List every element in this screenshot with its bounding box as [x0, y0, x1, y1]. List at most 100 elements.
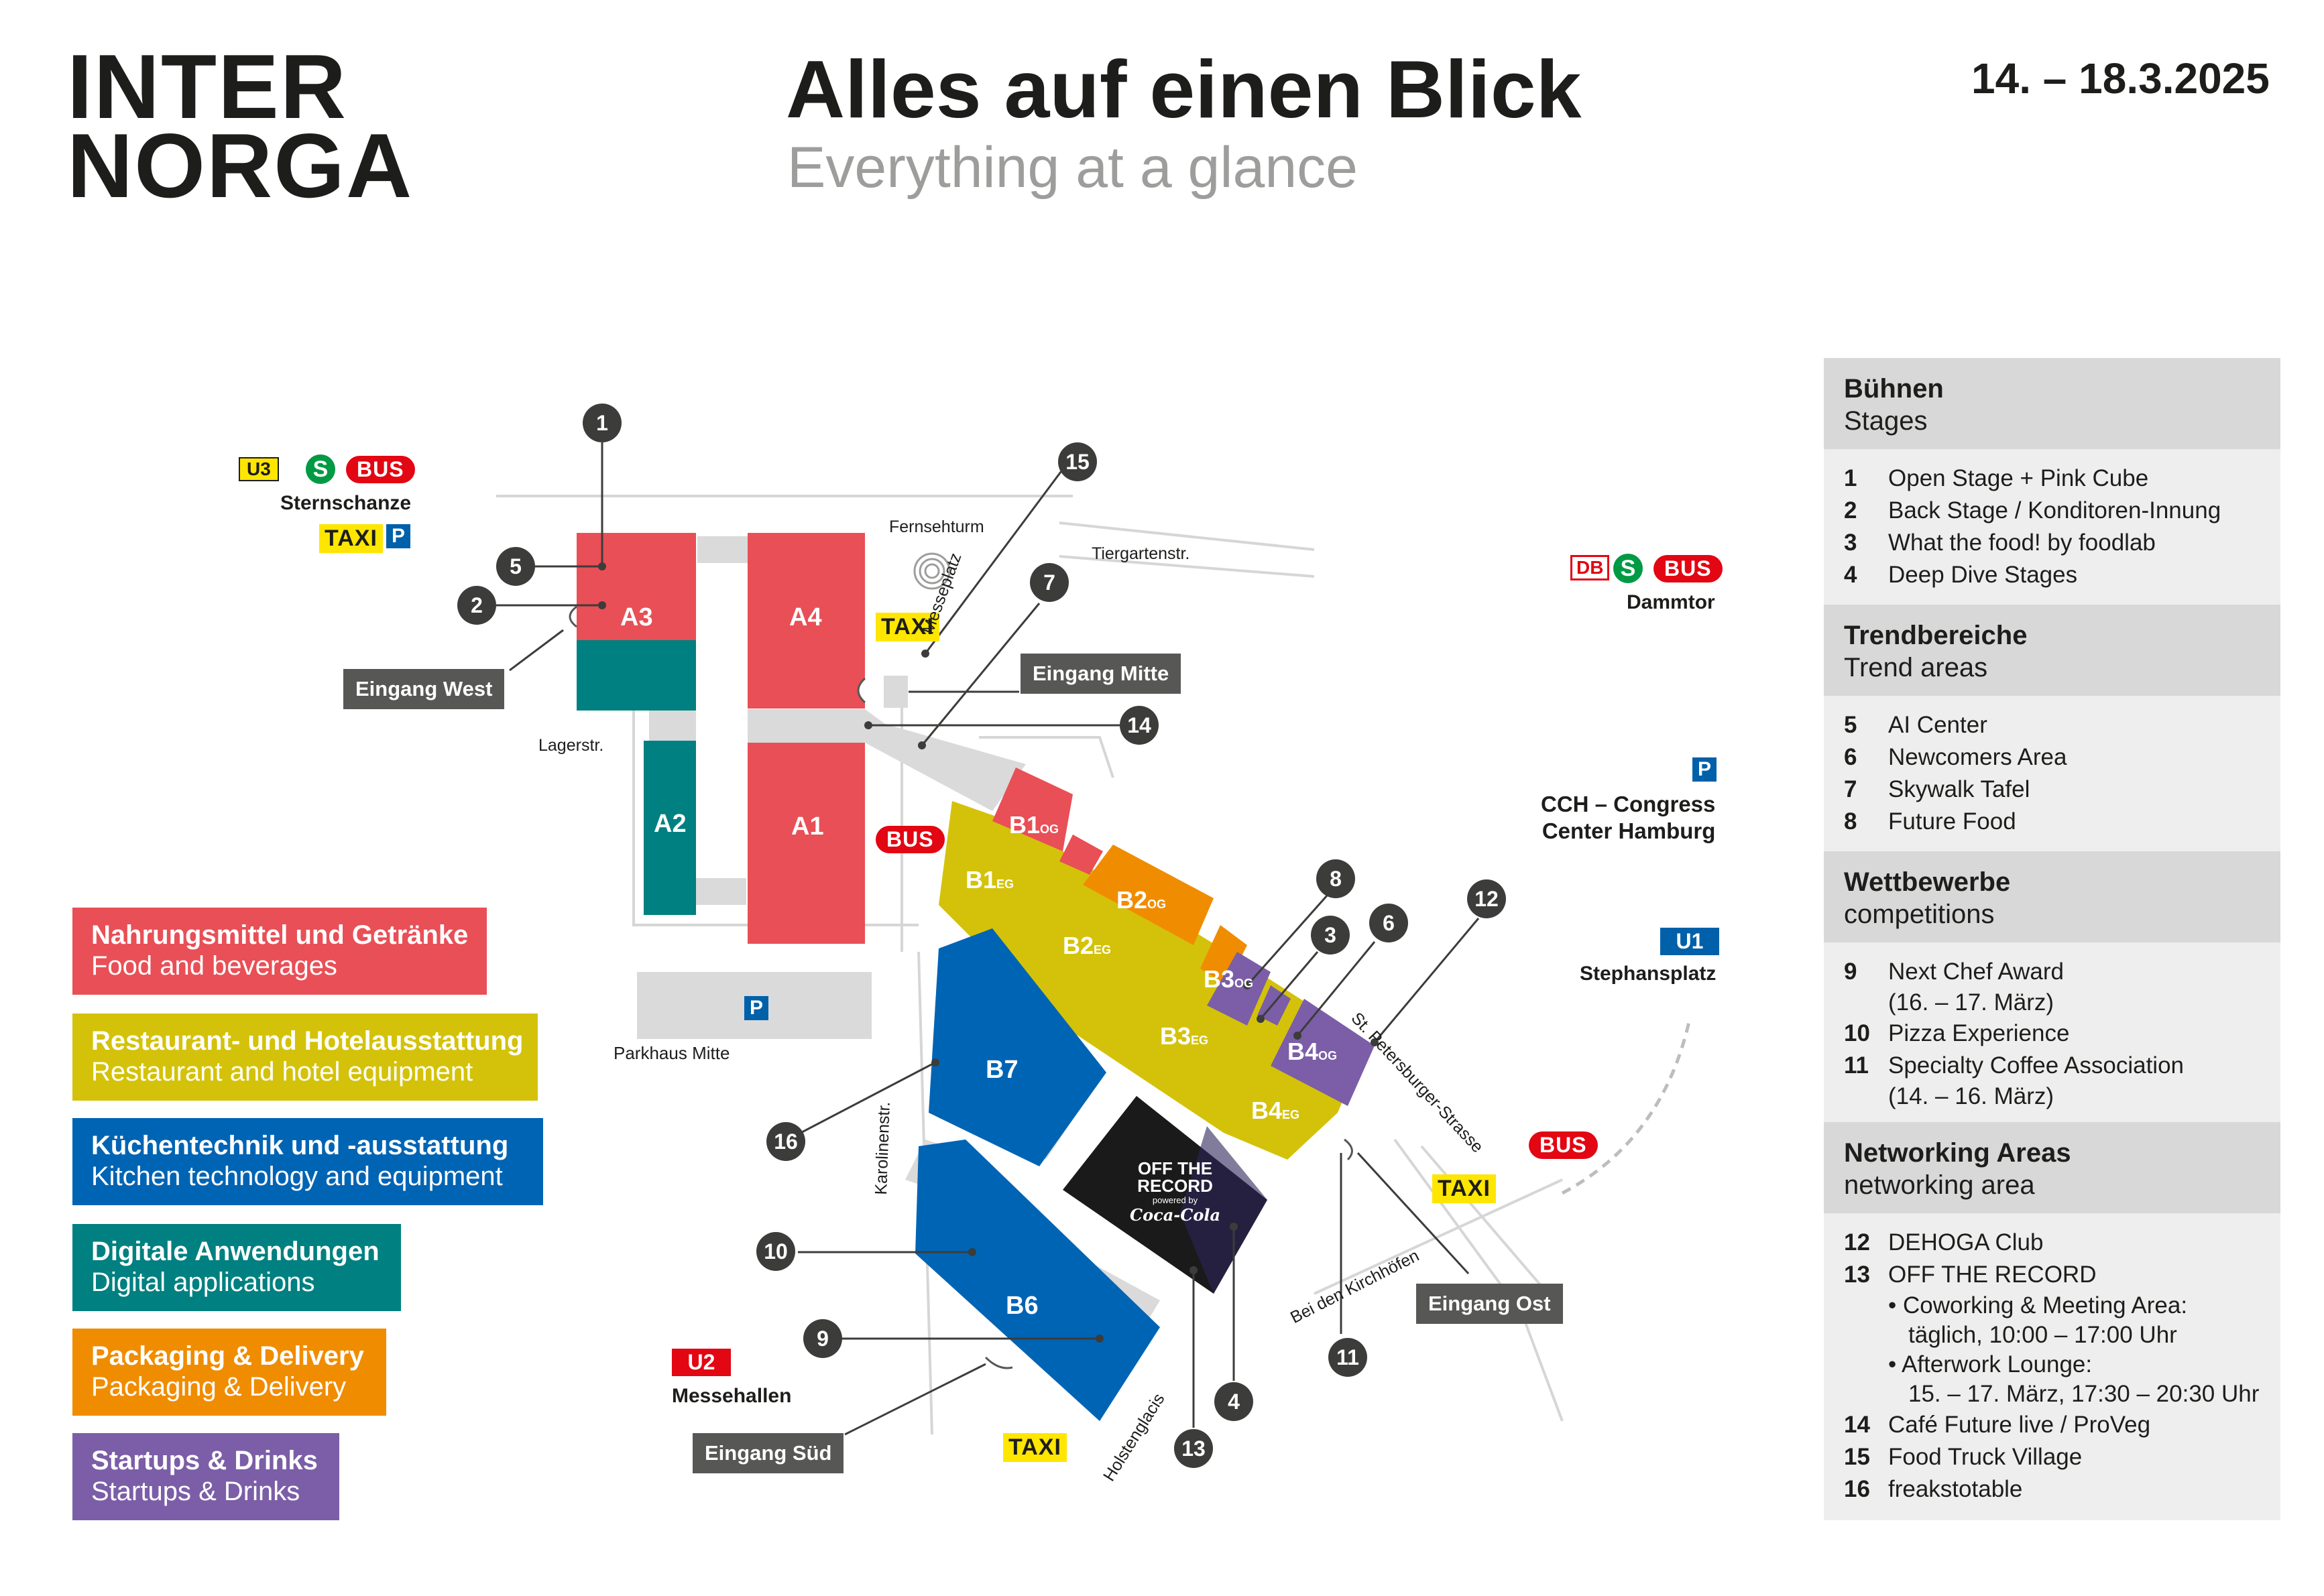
leader-3: [1259, 951, 1319, 1020]
hall-b7[interactable]: [929, 928, 1106, 1166]
marker-8[interactable]: 8: [1316, 859, 1355, 898]
hall-b4-og[interactable]: [1271, 999, 1375, 1106]
section-stages-header: Bühnen Stages: [1824, 358, 2280, 449]
hall-b2-eg-label: B2EG: [1063, 932, 1112, 959]
u3-badge: U3: [239, 457, 279, 481]
marker-11[interactable]: 11: [1328, 1338, 1367, 1377]
gate-ost-icon: [1344, 1138, 1353, 1161]
entrance-west-tag[interactable]: Eingang West: [343, 669, 505, 709]
road-line: [1314, 1178, 1563, 1295]
logo-line-1: INTER: [67, 36, 347, 137]
legend-restaurant: Restaurant- und Hotelausstattung Restaur…: [72, 1014, 538, 1101]
road-line: [1059, 521, 1315, 551]
hall-a1[interactable]: [748, 743, 865, 944]
hall-b3-og-annex[interactable]: [1257, 985, 1291, 1026]
marker-12[interactable]: 12: [1467, 879, 1506, 918]
entrance-ost-tag[interactable]: Eingang Ost: [1416, 1284, 1563, 1324]
list-item-sub: täglich, 10:00 – 17:00 Uhr: [1908, 1322, 2177, 1348]
hall-b2-og-annex[interactable]: [1200, 925, 1247, 985]
marker-7[interactable]: 7: [1030, 563, 1069, 602]
hall-a1-label: A1: [791, 812, 824, 841]
station-messehallen: Messehallen: [672, 1385, 792, 1407]
fernsehturm-label: Fernsehturm: [889, 517, 984, 536]
hall-b-eg[interactable]: [939, 801, 1368, 1160]
list-item-sub: 15. – 17. März, 17:30 – 20:30 Uhr: [1908, 1381, 2260, 1407]
bus-icon: BUS: [876, 826, 945, 853]
hall-b1-og-annex[interactable]: [1059, 835, 1103, 875]
marker-4[interactable]: 4: [1214, 1382, 1253, 1421]
walkway: [696, 878, 746, 905]
legend-food: Nahrungsmittel und Getränke Food and bev…: [72, 908, 487, 995]
hall-b1-og[interactable]: [992, 768, 1073, 851]
hall-a3-digital[interactable]: [577, 640, 696, 711]
hall-a3[interactable]: [577, 533, 696, 640]
hall-b3-og[interactable]: [1207, 952, 1271, 1026]
marker-1[interactable]: 1: [583, 404, 622, 442]
list-item-sub: (16. – 17. März): [1888, 989, 2054, 1016]
leader-16: [787, 1061, 936, 1141]
hall-a4-label: A4: [789, 603, 822, 631]
street-karolinenstr: Karolinenstr.: [872, 1101, 894, 1195]
road-line: [1059, 555, 1315, 578]
marker-14[interactable]: 14: [1120, 706, 1159, 745]
walkway: [748, 709, 1026, 811]
legend-digital: Digitale Anwendungen Digital application…: [72, 1224, 401, 1311]
station-dammtor: Dammtor: [1627, 591, 1715, 613]
gate-sued-icon: [984, 1356, 1013, 1369]
taxi-icon: TAXI: [876, 613, 939, 641]
section-networking-header: Networking Areas networking area: [1824, 1122, 2280, 1213]
hall-b3-eg-label: B3EG: [1160, 1022, 1209, 1050]
internorga-logo: INTER NORGA: [67, 36, 414, 217]
marker-5[interactable]: 5: [496, 547, 535, 586]
legend-startups: Startups & Drinks Startups & Drinks: [72, 1433, 339, 1520]
marker-2[interactable]: 2: [457, 586, 496, 625]
list-item-sub: (14. – 16. März): [1888, 1083, 2054, 1109]
hall-b1-og-label: B1OG: [1009, 811, 1059, 839]
marker-10[interactable]: 10: [756, 1232, 795, 1271]
off-the-record-pattern: [1180, 1126, 1267, 1294]
leader-ost: [1356, 1152, 1470, 1275]
list-item-sub: • Coworking & Meeting Area:: [1888, 1292, 2188, 1318]
parkhaus-mitte-label: Parkhaus Mitte: [614, 1043, 730, 1063]
hall-b3-og-label: B3OG: [1204, 965, 1254, 993]
leader-west: [509, 629, 564, 672]
marker-13[interactable]: 13: [1174, 1429, 1213, 1468]
page-subtitle: Everything at a glance: [787, 135, 1358, 200]
road-line: [979, 736, 1114, 778]
station-cch: CCH – Congress Center Hamburg: [1541, 792, 1716, 843]
bus-icon: BUS: [1529, 1131, 1598, 1159]
logo-line-2: NORGA: [67, 115, 414, 217]
marker-16[interactable]: 16: [766, 1122, 805, 1161]
marker-15[interactable]: 15: [1058, 442, 1097, 481]
hall-b4-og-label: B4OG: [1287, 1038, 1338, 1065]
entrance-sued-tag[interactable]: Eingang Süd: [693, 1433, 844, 1473]
leader-8: [1246, 894, 1329, 986]
entrance-mitte-tag[interactable]: Eingang Mitte: [1021, 654, 1181, 694]
marker-6[interactable]: 6: [1369, 904, 1408, 942]
marker-9[interactable]: 9: [803, 1319, 842, 1358]
station-sternschanze: Sternschanze: [280, 492, 412, 514]
hall-b6-label: B6: [1006, 1292, 1039, 1320]
marker-3[interactable]: 3: [1311, 916, 1350, 955]
list-item-sub: • Afterwork Lounge:: [1888, 1351, 2093, 1377]
db-icon: DB: [1570, 555, 1610, 580]
hall-a4[interactable]: [748, 533, 865, 709]
taxi-icon: TAXI: [1432, 1174, 1496, 1203]
hall-a2[interactable]: [644, 741, 696, 915]
s-bahn-icon: S: [306, 454, 335, 484]
hall-b2-og[interactable]: [1083, 845, 1214, 945]
hall-b6[interactable]: [915, 1140, 1160, 1421]
parking-icon: P: [1692, 757, 1717, 782]
gate-mitte-marker: [884, 676, 908, 708]
